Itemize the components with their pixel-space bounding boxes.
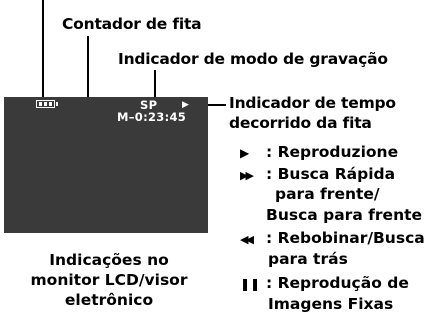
caption-line: Indicações no [49,251,169,269]
record-mode-leader-line [154,70,156,99]
elapsed-time-indicator-label-line2: decorrido da fita [229,114,372,132]
pause-icon: ❚❚ [240,277,261,291]
legend-item-fast-forward: ▶▶ : Busca Rápida [240,165,395,185]
battery-leader-line [42,0,44,98]
legend-text-continued: Imagens Fixas [268,295,394,313]
display-caption: Indicações no monitor LCD/visor eletrôni… [4,250,214,310]
caption-line: monitor LCD/visor [30,271,188,289]
play-icon: ▶ [240,146,250,160]
play-indicator-icon: ▶ [182,100,190,110]
legend-text: : Reprodução de [266,274,409,292]
rewind-icon: ◀◀ [240,233,254,246]
legend-text-continued: para trás [268,250,348,268]
legend-text: : Rebobinar/Busca [266,229,425,247]
tape-counter-display: M–0:23:45 [117,110,187,124]
legend-text: : Reproduzione [266,143,399,161]
battery-icon [36,100,58,108]
elapsed-time-leader-line [196,104,226,106]
elapsed-time-indicator-label-line1: Indicador de tempo [229,94,396,112]
legend-item-play: ▶ : Reproduzione [240,143,398,163]
record-mode-display: SP [140,98,158,112]
tape-counter-label: Contador de fita [62,15,202,33]
legend-text-continued: Busca para frente [266,206,423,224]
legend-item-rewind: ◀◀ : Rebobinar/Busca [240,229,425,249]
legend-text-continued: para frente/ [275,185,380,203]
legend-text: : Busca Rápida [266,165,396,183]
record-mode-indicator-label: Indicador de modo de gravação [118,50,388,68]
fast-forward-icon: ▶▶ [240,169,254,182]
tape-counter-leader-vertical [87,36,89,116]
legend-item-pause: ❚❚ : Reprodução de [240,274,409,294]
caption-line: eletrônico [64,291,154,309]
lcd-monitor-screen: SP ▶ M–0:23:45 [4,97,208,233]
